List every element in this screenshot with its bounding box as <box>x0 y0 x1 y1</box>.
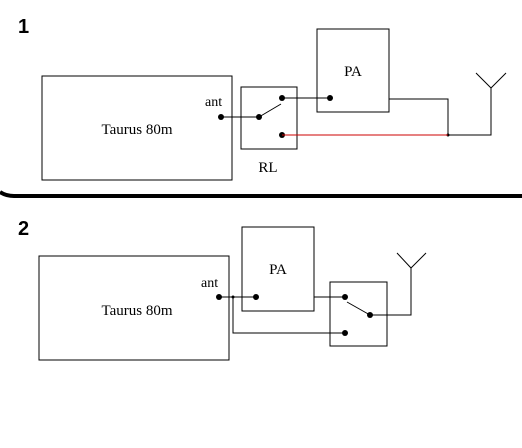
relay-switch-arm-2 <box>346 301 371 316</box>
transceiver-label-2: Taurus 80m <box>101 303 172 319</box>
transceiver-box-2 <box>38 255 230 361</box>
relay-box-1 <box>240 86 298 150</box>
diagram-2: 2 Taurus 80m ant PA <box>18 218 427 361</box>
wire-to-antenna-2 <box>370 268 412 316</box>
antenna-right-arm-2 <box>410 252 427 269</box>
transceiver-label-1: Taurus 80m <box>101 122 172 138</box>
antenna-left-arm-1 <box>475 72 492 89</box>
section-divider <box>0 190 522 198</box>
antenna-left-arm-2 <box>396 252 412 269</box>
relay-switch-arm-1 <box>258 103 282 118</box>
wire-to-antenna-1 <box>448 88 492 136</box>
ant-label-1: ant <box>205 95 222 110</box>
diagram-1: 1 Taurus 80m ant RL PA <box>18 16 507 181</box>
antenna-right-arm-1 <box>490 72 507 89</box>
relay-box-2 <box>329 281 388 347</box>
transceiver-box-1 <box>41 75 233 181</box>
diagram-2-number: 2 <box>18 218 29 240</box>
wire-amplifier-output-1 <box>389 98 449 134</box>
bypass-wire-2 <box>232 297 345 334</box>
amplifier-label-2: PA <box>269 262 287 278</box>
diagram-1-number: 1 <box>18 16 29 38</box>
relay-label-1: RL <box>258 160 277 176</box>
ant-label-2: ant <box>201 276 218 291</box>
amplifier-label-1: PA <box>344 64 362 80</box>
